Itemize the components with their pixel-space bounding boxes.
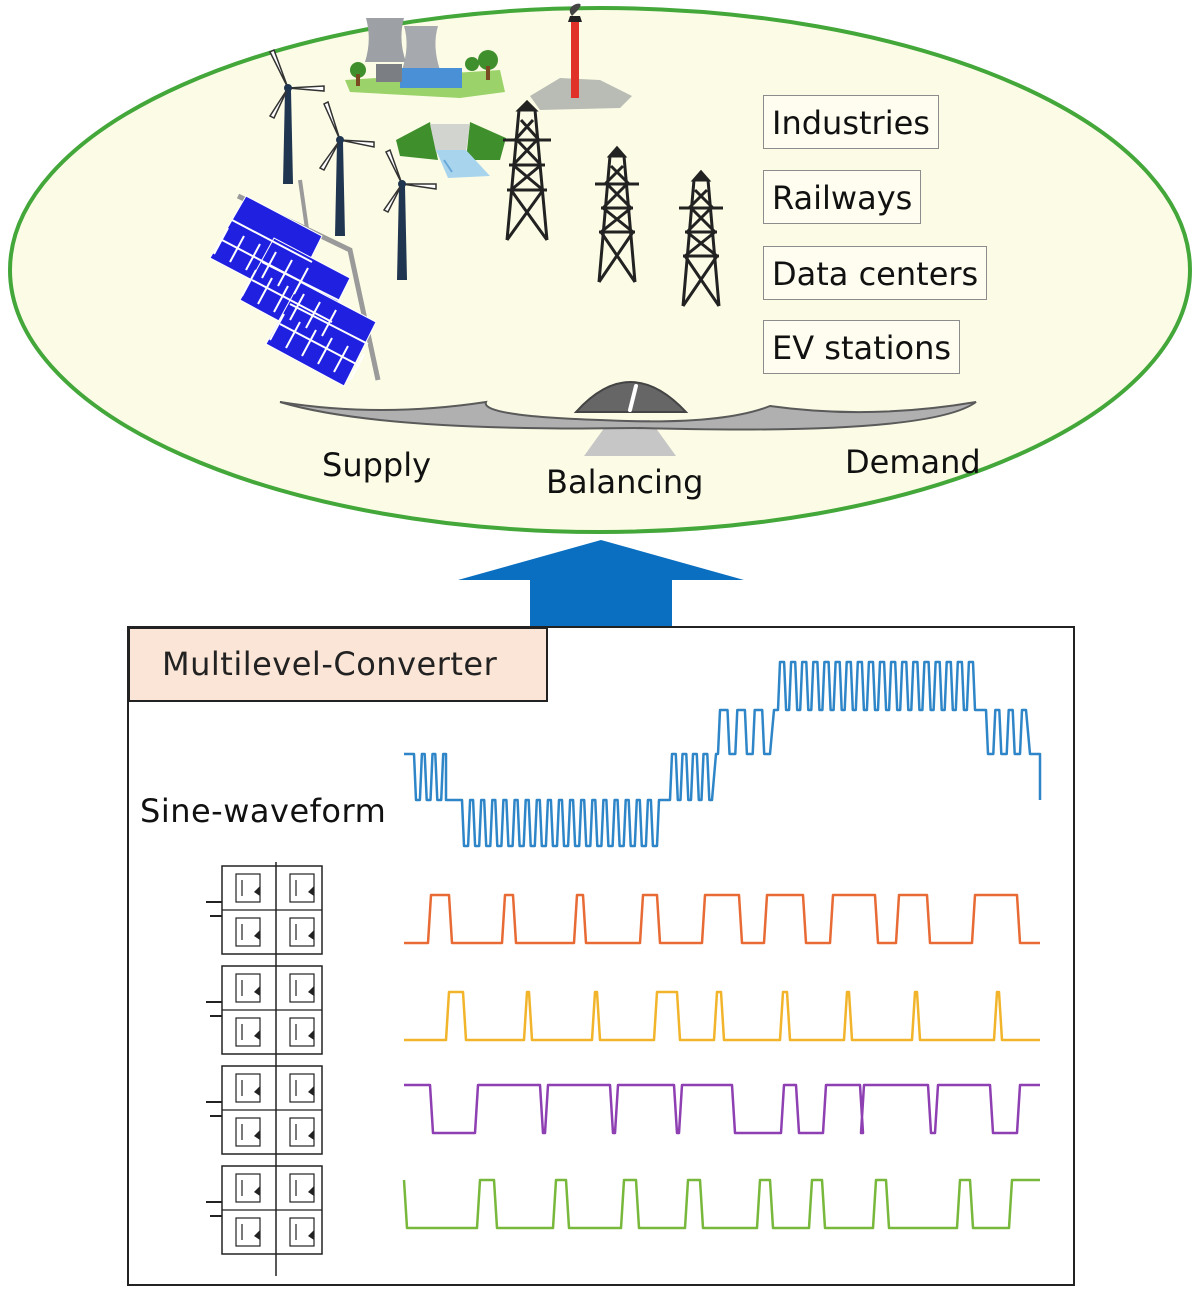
wind-turbine-icon: [268, 48, 437, 280]
waveform-group: [402, 660, 1042, 1230]
carrier-waveform-4: [402, 1178, 1040, 1230]
upward-arrow: [458, 540, 744, 626]
igbt-cell-3: [206, 1065, 323, 1155]
converter-title: Multilevel-Converter: [128, 627, 548, 702]
igbt-cell-2: [206, 965, 323, 1055]
carrier-waveform-3: [404, 1083, 1040, 1135]
balance-scale-icon: [279, 381, 977, 456]
demand-item-railways: Railways: [763, 170, 922, 224]
solar-panel-icon: [209, 179, 381, 387]
converter-panel: [127, 626, 1075, 1286]
hydro-dam-icon: [396, 122, 506, 178]
factory-chimney-icon: [530, 3, 632, 110]
igbt-cell-1: [206, 865, 323, 955]
carrier-waveform-2: [404, 990, 1040, 1042]
demand-item-industries: Industries: [763, 95, 939, 149]
power-tower-icon: [503, 99, 723, 307]
demand-label: Demand: [845, 443, 981, 481]
demand-item-ev-stations: EV stations: [763, 320, 961, 374]
carrier-waveform-1: [404, 893, 1040, 945]
igbt-cell-icon: [206, 862, 323, 1276]
supply-label: Supply: [322, 446, 432, 484]
sine-waveform-label: Sine-waveform: [140, 792, 387, 830]
igbt-cell-4: [206, 1165, 323, 1255]
nuclear-plant-icon: [345, 18, 505, 98]
balancing-label: Balancing: [546, 463, 704, 501]
demand-item-data-centers: Data centers: [763, 246, 988, 300]
multilevel-sine-waveform: [404, 660, 1042, 848]
